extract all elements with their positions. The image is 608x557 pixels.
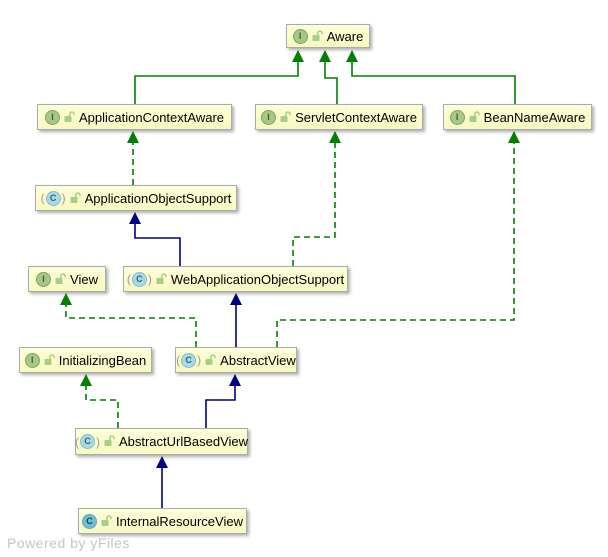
unlocked-icon (44, 353, 55, 366)
unlocked-icon (70, 191, 81, 204)
interface-icon: I (44, 109, 60, 125)
node-internal-resource-view[interactable]: C InternalResourceView (78, 508, 247, 534)
edge-webapplicationobjectsupport-implements-servletcontextaware (292, 131, 341, 266)
node-label: ApplicationContextAware (78, 109, 224, 125)
unlocked-icon (280, 110, 291, 123)
node-label: Aware (326, 28, 364, 44)
abstract-class-icon: (C) (40, 190, 66, 206)
edge-applicationcontextaware-extends-aware (134, 50, 304, 104)
node-aware[interactable]: I Aware (286, 24, 370, 48)
abstract-class-icon: (C) (74, 434, 100, 449)
edge-abstractview-implements-view (60, 293, 197, 347)
abstract-class-icon: (C) (176, 352, 202, 368)
node-abstract-url-based-view[interactable]: (C) AbstractUrlBasedView (75, 428, 248, 455)
unlocked-icon (469, 110, 480, 123)
node-label: WebApplicationObjectSupport (170, 271, 345, 287)
interface-icon: I (261, 109, 277, 125)
node-label: View (70, 271, 98, 287)
unlocked-icon (104, 435, 115, 447)
node-label: AbstractUrlBasedView (118, 434, 249, 449)
interface-icon: I (449, 109, 465, 125)
node-label: ServletContextAware (295, 109, 417, 125)
edge-abstractview-implements-beannameaware (276, 131, 520, 347)
node-label: BeanNameAware (483, 109, 586, 125)
abstract-class-icon: (C) (126, 271, 152, 287)
node-servlet-context-aware[interactable]: I ServletContextAware (255, 104, 423, 130)
node-bean-name-aware[interactable]: I BeanNameAware (443, 104, 592, 130)
node-view[interactable]: I View (28, 266, 106, 292)
class-icon: C (82, 513, 98, 529)
node-label: InternalResourceView (116, 513, 243, 529)
unlocked-icon (101, 514, 112, 527)
yfiles-watermark: Powered by yFiles (7, 535, 130, 551)
edge-abstracturlbasedview-extends-abstractview (205, 374, 241, 428)
unlocked-icon (312, 29, 323, 42)
node-application-context-aware[interactable]: I ApplicationContextAware (37, 104, 232, 130)
interface-icon: I (36, 271, 52, 287)
node-label: InitializingBean (58, 352, 147, 368)
node-application-object-support[interactable]: (C) ApplicationObjectSupport (35, 185, 237, 211)
interface-icon: I (24, 352, 40, 368)
interface-icon: I (292, 28, 308, 44)
node-web-application-object-support[interactable]: (C) WebApplicationObjectSupport (123, 266, 348, 292)
node-label: AbstractView (220, 352, 296, 368)
node-label: ApplicationObjectSupport (84, 190, 232, 206)
edge-webapplicationobjectsupport-extends-applicationobjectsupport (129, 212, 181, 266)
unlocked-icon (205, 353, 216, 366)
edge-servletcontextaware-extends-aware (319, 50, 338, 104)
node-abstract-view[interactable]: (C) AbstractView (175, 347, 297, 373)
edge-abstracturlbasedview-implements-initializingbean (80, 374, 119, 428)
unlocked-icon (64, 110, 75, 123)
node-initializing-bean[interactable]: I InitializingBean (19, 347, 152, 373)
unlocked-icon (55, 272, 66, 285)
edge-beannameaware-extends-aware (346, 50, 516, 104)
unlocked-icon (156, 272, 167, 285)
